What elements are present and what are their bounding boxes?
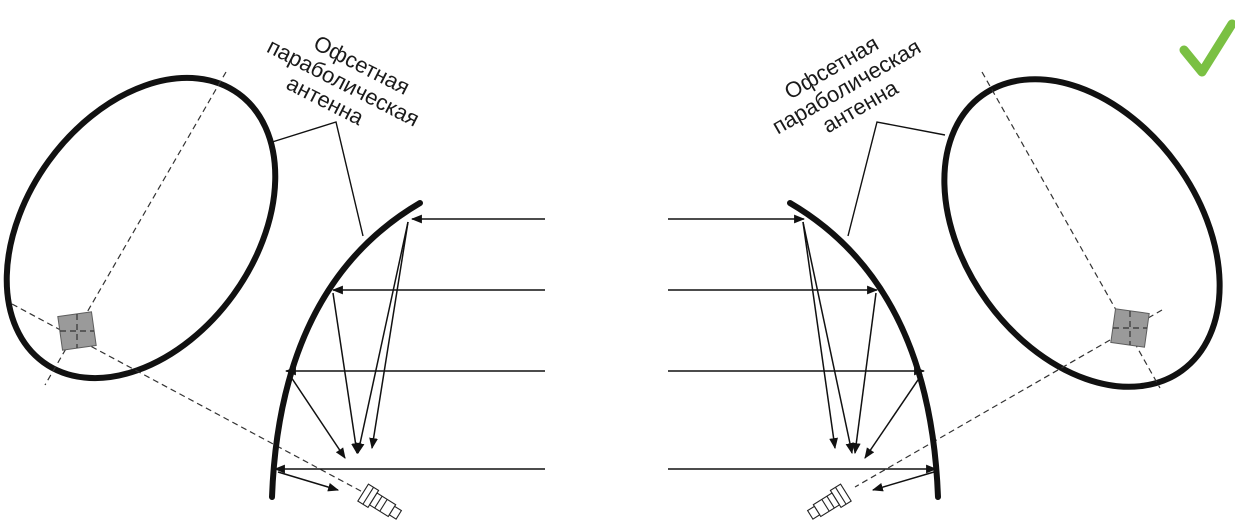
right-reflected-ray-3 xyxy=(851,292,877,455)
left-reflected-ray-1 xyxy=(369,221,409,450)
right-caption: Офсетная параболическая антенна xyxy=(756,10,942,160)
right-leader-line xyxy=(847,121,946,237)
left-leader-line xyxy=(268,121,364,237)
right-reflected-ray-2 xyxy=(802,221,855,455)
left-reflected-ray-3 xyxy=(332,292,360,455)
left-dish-front-view xyxy=(3,74,279,382)
check-icon xyxy=(1179,19,1235,77)
left-feed-square-icon xyxy=(57,311,97,351)
right-reflected-ray-1 xyxy=(802,221,838,450)
left-reflected-ray-5 xyxy=(277,471,340,492)
left-reflector-curve xyxy=(269,200,423,500)
right-lnb-converter-icon xyxy=(806,483,852,520)
right-reflector-curve xyxy=(787,200,941,500)
left-caption: Офсетная параболическая антенна xyxy=(252,12,439,156)
left-lnb-converter-icon xyxy=(357,483,403,520)
right-reflected-ray-5 xyxy=(871,471,935,492)
left-reflected-ray-4 xyxy=(288,373,346,459)
right-reflected-ray-4 xyxy=(864,373,923,459)
right-focal-line xyxy=(854,309,1163,488)
left-focal-line xyxy=(11,303,373,498)
right-panel: Офсетная параболическая антенна xyxy=(668,10,1223,520)
left-panel: Офсетная параболическая антенна xyxy=(3,12,545,520)
right-feed-square-icon xyxy=(1110,308,1150,348)
right-dish-front-view xyxy=(941,76,1223,390)
left-reflected-ray-2 xyxy=(355,221,409,455)
